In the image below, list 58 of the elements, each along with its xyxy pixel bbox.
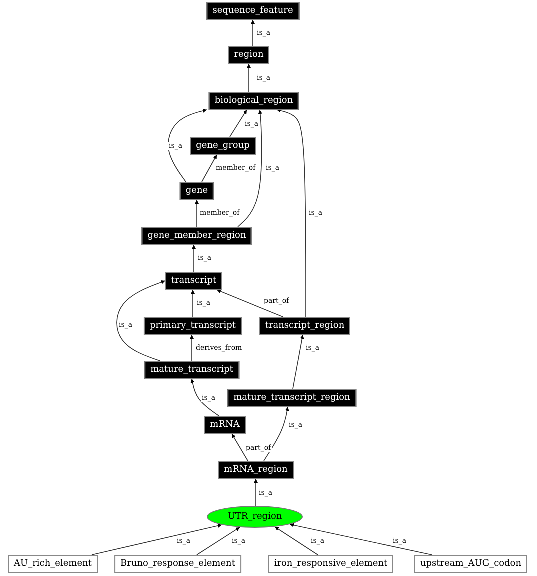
term-box: [8, 555, 98, 573]
term-box: [114, 555, 242, 573]
term-label: primary_transcript: [150, 321, 236, 331]
term-label: iron_responsive_element: [274, 559, 388, 569]
arrow: [232, 434, 248, 462]
term-label: mature_transcript_region: [234, 393, 350, 403]
term-box: [228, 46, 270, 64]
term-box: [218, 461, 294, 479]
term-box: [259, 317, 351, 335]
arrow: [254, 478, 258, 506]
term-label: biological_region: [214, 96, 294, 106]
term-label: sequence_feature: [212, 6, 294, 16]
arrow: [247, 64, 251, 92]
term-label: gene: [186, 186, 208, 196]
arrow: [292, 334, 304, 390]
term-label: Bruno_response_element: [120, 559, 236, 569]
term-label: region: [234, 50, 264, 60]
term-ellipse: [207, 506, 303, 528]
arrow: [274, 526, 318, 556]
term-label: transcript: [171, 276, 217, 286]
term-label: gene_member_region: [148, 231, 246, 241]
arrow: [195, 200, 199, 228]
term-box: [144, 317, 242, 335]
term-box: [144, 361, 240, 379]
term-box: [228, 389, 356, 407]
arrow: [238, 110, 262, 228]
arrow: [116, 280, 166, 362]
arrow: [202, 154, 218, 182]
term-label: AU_rich_element: [14, 559, 92, 569]
arrow: [192, 244, 196, 272]
term-box: [165, 272, 223, 290]
arrow: [290, 523, 432, 556]
term-label: transcript_region: [265, 321, 345, 331]
term-box: [190, 137, 256, 155]
arrow: [216, 290, 284, 318]
arrow: [190, 334, 194, 362]
arrow: [230, 110, 248, 138]
arrow: [196, 527, 240, 556]
term-label: UTR_region: [228, 512, 282, 522]
term-box: [204, 416, 246, 434]
term-label: mature_transcript: [150, 365, 234, 375]
term-label: upstream_AUG_codon: [420, 559, 522, 569]
term-box: [180, 182, 214, 200]
term-box: [208, 92, 300, 110]
term-box: [268, 555, 394, 573]
term-label: gene_group: [196, 141, 250, 151]
term-box: [142, 227, 252, 245]
arrow: [264, 406, 290, 462]
term-box: [414, 555, 528, 573]
arrow: [168, 109, 208, 182]
term-label: mRNA: [210, 420, 240, 430]
arrow: [190, 378, 220, 416]
term-box: [206, 2, 300, 20]
term-label: mRNA_region: [224, 465, 288, 475]
arrow: [92, 524, 222, 556]
arrow: [191, 290, 195, 318]
arrow: [251, 20, 255, 46]
arrow: [276, 108, 306, 318]
